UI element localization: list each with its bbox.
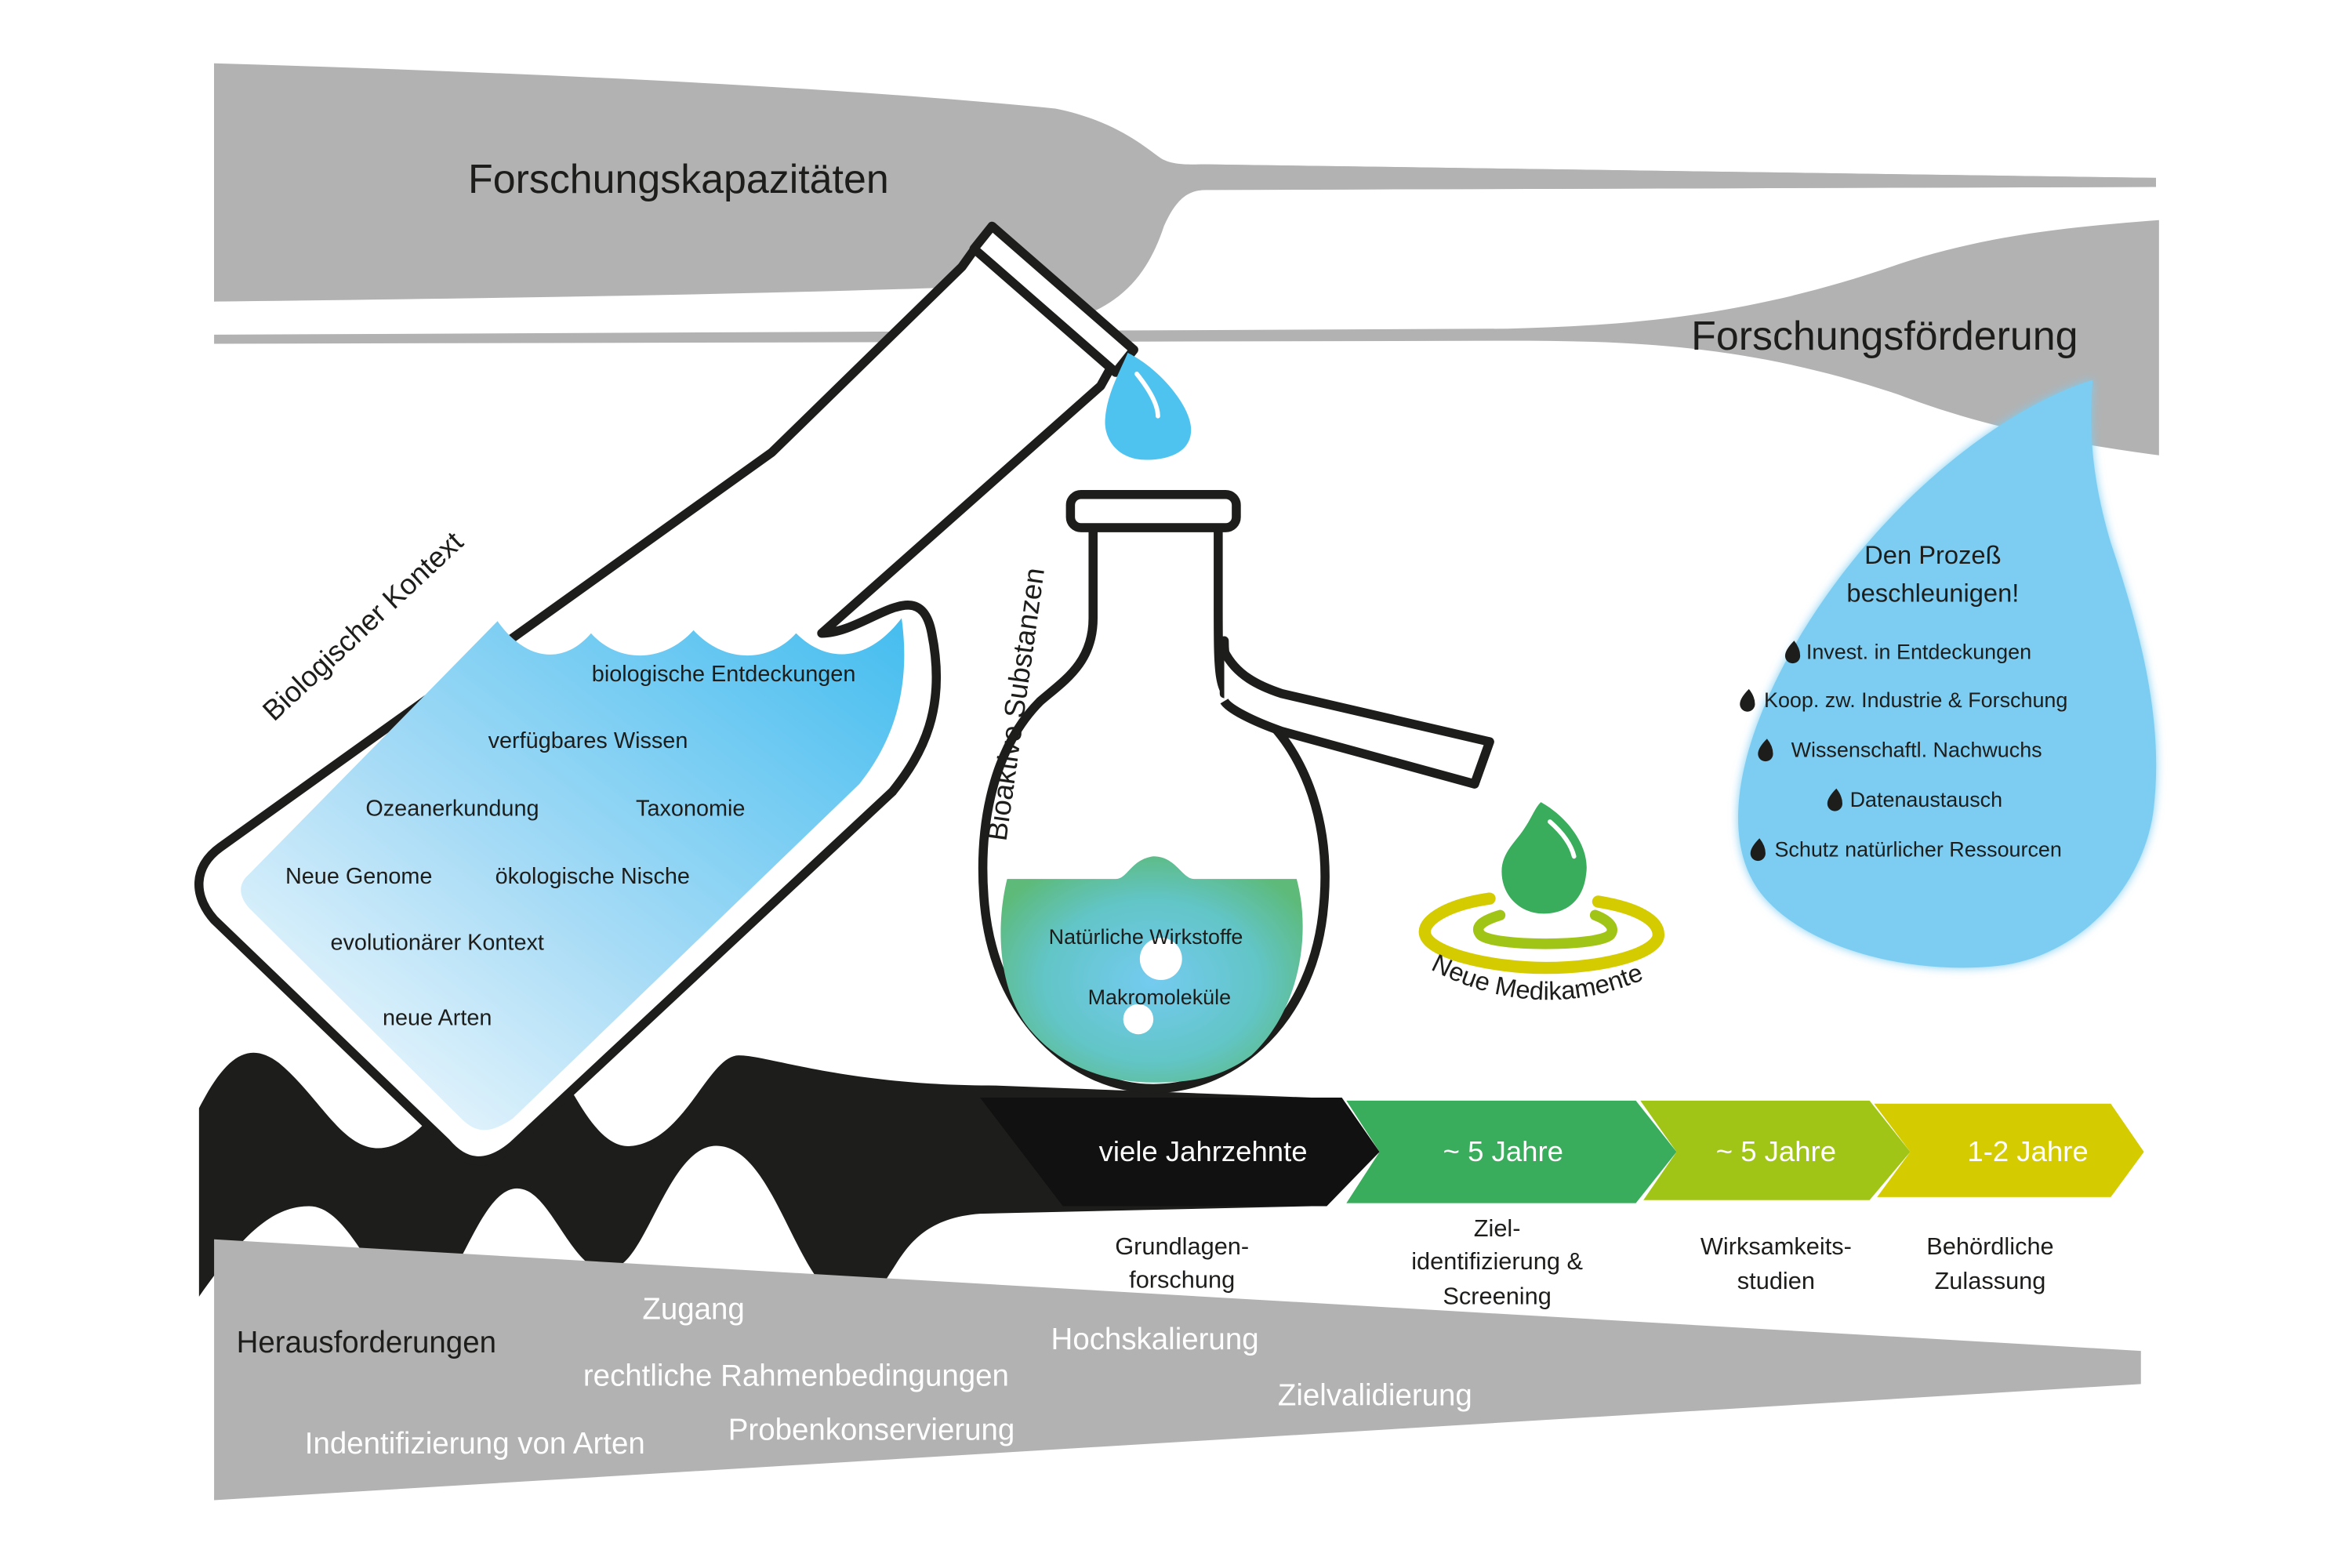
accelerate-item: Schutz natürlicher Ressourcen (1750, 837, 2062, 862)
challenges-label: Herausforderungen (237, 1326, 496, 1359)
timeline: viele Jahrzehnte ~ 5 Jahre ~ 5 Jahre 1-2… (980, 1098, 2144, 1309)
stage-phase: Grundlagen- (1115, 1232, 1249, 1260)
challenges-wedge: Herausforderungen Zugang rechtliche Rahm… (214, 1239, 2141, 1501)
bottle-item: ökologische Nische (495, 864, 690, 889)
bottle-item: Ozeanerkundung (365, 796, 539, 821)
accelerate-item-label: Koop. zw. Industrie & Forschung (1764, 688, 2067, 712)
challenge-item: Indentifizierung von Arten (305, 1427, 645, 1461)
stage-phase: Zulassung (1935, 1267, 2046, 1294)
bubble-icon (1139, 938, 1182, 980)
flask: Natürliche Wirkstoffe Makromoleküle Bioa… (978, 490, 1494, 1094)
accelerate-item: Datenaustausch (1827, 788, 2002, 811)
accelerate-title-line1: Den Prozeß (1864, 540, 2001, 569)
accelerate-drop-panel (1738, 379, 2157, 968)
timeline-stage-arrow (980, 1098, 1380, 1207)
flask-item: Makromoleküle (1088, 985, 1231, 1009)
stage-phase: Ziel- (1474, 1214, 1521, 1242)
stage-phase: Wirksamkeits- (1700, 1232, 1852, 1260)
bottle-item: neue Arten (383, 1006, 492, 1031)
challenge-item: Probenkonservierung (728, 1414, 1015, 1447)
bubble-icon (1123, 1004, 1154, 1035)
bottle-item: Taxonomie (636, 796, 745, 821)
timeline-stage-arrow (1640, 1100, 1911, 1200)
accelerate-title-line2: beschleunigen! (1846, 578, 2019, 607)
research-funding-label: Forschungsförderung (1691, 314, 2078, 359)
stage-duration: viele Jahrzehnte (1099, 1135, 1308, 1167)
bottle-water (241, 618, 905, 1131)
bottle-item: evolutionärer Kontext (330, 931, 543, 956)
drop-icon (1758, 739, 1773, 762)
stage-duration: ~ 5 Jahre (1716, 1135, 1836, 1167)
green-drop-ripple-icon (1501, 802, 1587, 914)
bottle: Biologischer Kontext biologische Entdeck… (194, 221, 1138, 1166)
stage-duration: 1-2 Jahre (1967, 1135, 2088, 1167)
accelerate-item-label: Schutz natürlicher Ressourcen (1774, 837, 2061, 861)
ripple-inner (1473, 909, 1617, 949)
stage-phase: Screening (1443, 1282, 1551, 1309)
challenges-band (214, 1239, 2141, 1501)
accelerate-item-label: Invest. in Entdeckungen (1806, 640, 2031, 663)
stage-duration: ~ 5 Jahre (1443, 1135, 1563, 1167)
flask-side-arm (1220, 648, 1494, 789)
drop-icon (1740, 688, 1755, 712)
accelerate-item-label: Wissenschaftl. Nachwuchs (1791, 738, 2042, 761)
drop-highlight (1548, 819, 1577, 859)
ripple-outer (1418, 892, 1665, 975)
blue-water-drop-icon (1105, 353, 1192, 460)
accelerate-list: Invest. in Entdeckungen Koop. zw. Indust… (1740, 640, 2067, 861)
timeline-stage-arrow (1346, 1100, 1677, 1203)
drop-highlight (1134, 372, 1160, 419)
accelerate-item: Koop. zw. Industrie & Forschung (1740, 688, 2067, 712)
stage-phase: forschung (1129, 1265, 1235, 1293)
challenge-item: Zugang (642, 1293, 744, 1327)
bottle-item: biologische Entdeckungen (592, 662, 856, 687)
flask-rim (1065, 490, 1241, 532)
bottle-item: verfügbares Wissen (488, 728, 688, 753)
timeline-stage-arrow (1874, 1103, 2144, 1197)
bottle-neck-cap (969, 221, 1138, 377)
stage-phase: Behördliche (1926, 1232, 2053, 1260)
stage-phase: identifizierung & (1411, 1247, 1583, 1275)
flask-item: Natürliche Wirkstoffe (1049, 925, 1243, 949)
stage-phase: studien (1737, 1267, 1815, 1294)
drop-icon (1784, 641, 1801, 664)
drop-icon (1827, 788, 1842, 811)
new-medicine: Neue Medikamente (1418, 802, 1665, 1005)
drop-icon (1750, 838, 1766, 862)
challenge-item: Hochskalierung (1051, 1323, 1259, 1356)
bottle-item: Neue Genome (285, 864, 433, 889)
accelerate-item: Invest. in Entdeckungen (1784, 640, 2031, 664)
challenge-item: Zielvalidierung (1278, 1378, 1472, 1412)
accelerate-item: Wissenschaftl. Nachwuchs (1758, 738, 2042, 761)
research-capacity-label: Forschungskapazitäten (468, 157, 889, 202)
research-capacity-band-shape (214, 63, 2157, 302)
challenge-item: rechtliche Rahmenbedingungen (583, 1359, 1009, 1392)
research-funding-band (214, 220, 2159, 456)
accelerate-item-label: Datenaustausch (1850, 788, 2002, 811)
